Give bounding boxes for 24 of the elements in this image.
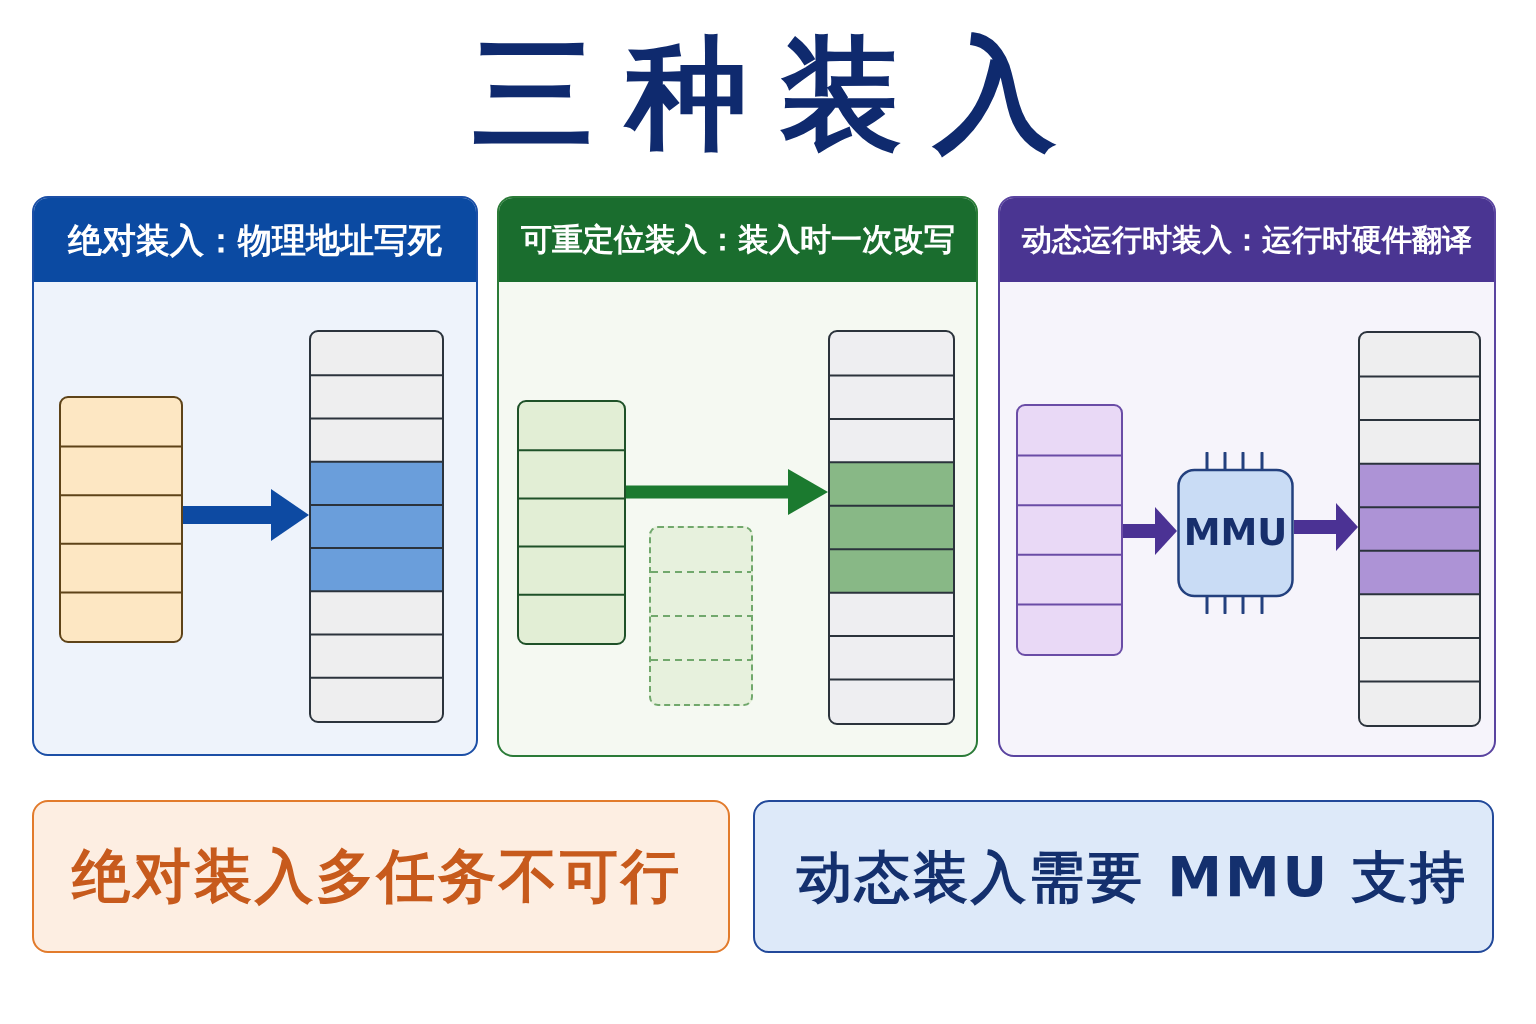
panel [998,196,1496,757]
arrow [1294,503,1358,551]
panel-title: 绝对装入：物理地址写死 [68,219,442,261]
summary-text: 绝对装入多任务不可行 [72,841,682,912]
summary-text: 动态装入需要 MMU 支持 [797,843,1469,910]
panel-title: 可重定位装入：装入时一次改写 [520,221,955,259]
panel [32,196,478,756]
dashed-program-block [649,526,753,706]
memory-column [828,330,955,725]
program-block [517,400,626,645]
diagram-title: 三种装入 [472,24,1088,165]
program-block [59,396,183,643]
arrow [1123,507,1177,555]
summary-box [32,800,730,953]
memory-column [309,330,444,723]
arrow [183,489,309,541]
panel-title: 动态运行时装入：运行时硬件翻译 [1022,222,1472,258]
memory-column [1358,331,1481,727]
chip [1177,452,1294,614]
summary-box [753,800,1494,953]
chip-label: MMU [1183,512,1288,554]
program-block [1016,404,1123,656]
panel [497,196,978,757]
arrow [626,469,828,515]
